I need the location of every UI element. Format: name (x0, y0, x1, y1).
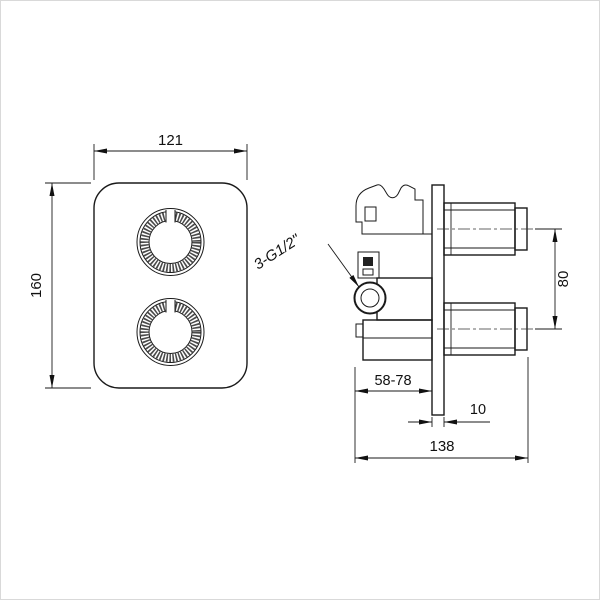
dim-spacing: 80 (535, 228, 572, 330)
valve-body-upper-casting (355, 184, 432, 235)
dim-width-label: 121 (158, 132, 183, 149)
inlet-port-outer (353, 281, 387, 315)
thread-callout: 3-G1/2" (251, 231, 360, 288)
inlet-port-inner (360, 288, 380, 308)
knob-bottom (136, 298, 205, 366)
faceplate-outline (93, 182, 248, 389)
knob-top-outer-circle (136, 208, 205, 276)
connector-box-insert (363, 257, 373, 266)
knob-top (136, 208, 205, 276)
knob-top-knurl-ring (140, 212, 201, 272)
dim-depth-range: 58-78 (354, 367, 432, 463)
side-view: 3-G1/2" 80 58-78 10 1 (251, 184, 572, 463)
dim-total-depth: 138 (355, 357, 529, 463)
dim-total-depth-label: 138 (429, 438, 454, 455)
cartridge-bottom (437, 302, 537, 356)
dim-spacing-label: 80 (555, 271, 572, 288)
front-view: 121 160 (28, 132, 248, 389)
knob-bottom-notch (166, 300, 175, 313)
knob-bottom-outer-circle (136, 298, 205, 366)
wall-plate-side (431, 184, 445, 416)
dim-height-label: 160 (28, 273, 45, 298)
dim-plate-thickness-label: 10 (470, 402, 486, 418)
inlet-port (353, 281, 387, 315)
casting-detail (364, 206, 377, 222)
valve-body-lower-step (355, 323, 364, 338)
dim-depth-range-label: 58-78 (374, 373, 411, 389)
knob-bottom-ring-inner (148, 310, 193, 354)
connector-box (357, 251, 380, 279)
cartridge-top (437, 202, 537, 256)
dim-height: 160 (28, 182, 91, 389)
valve-body-lower (362, 319, 433, 361)
knob-bottom-knurl-ring (140, 302, 201, 362)
knob-top-notch (166, 210, 175, 223)
thread-leader-arrow (327, 243, 360, 288)
dim-width: 121 (93, 132, 248, 180)
thread-label: 3-G1/2" (251, 231, 304, 274)
knob-top-ring-inner (148, 220, 193, 264)
dim-plate-thickness: 10 (408, 402, 490, 427)
